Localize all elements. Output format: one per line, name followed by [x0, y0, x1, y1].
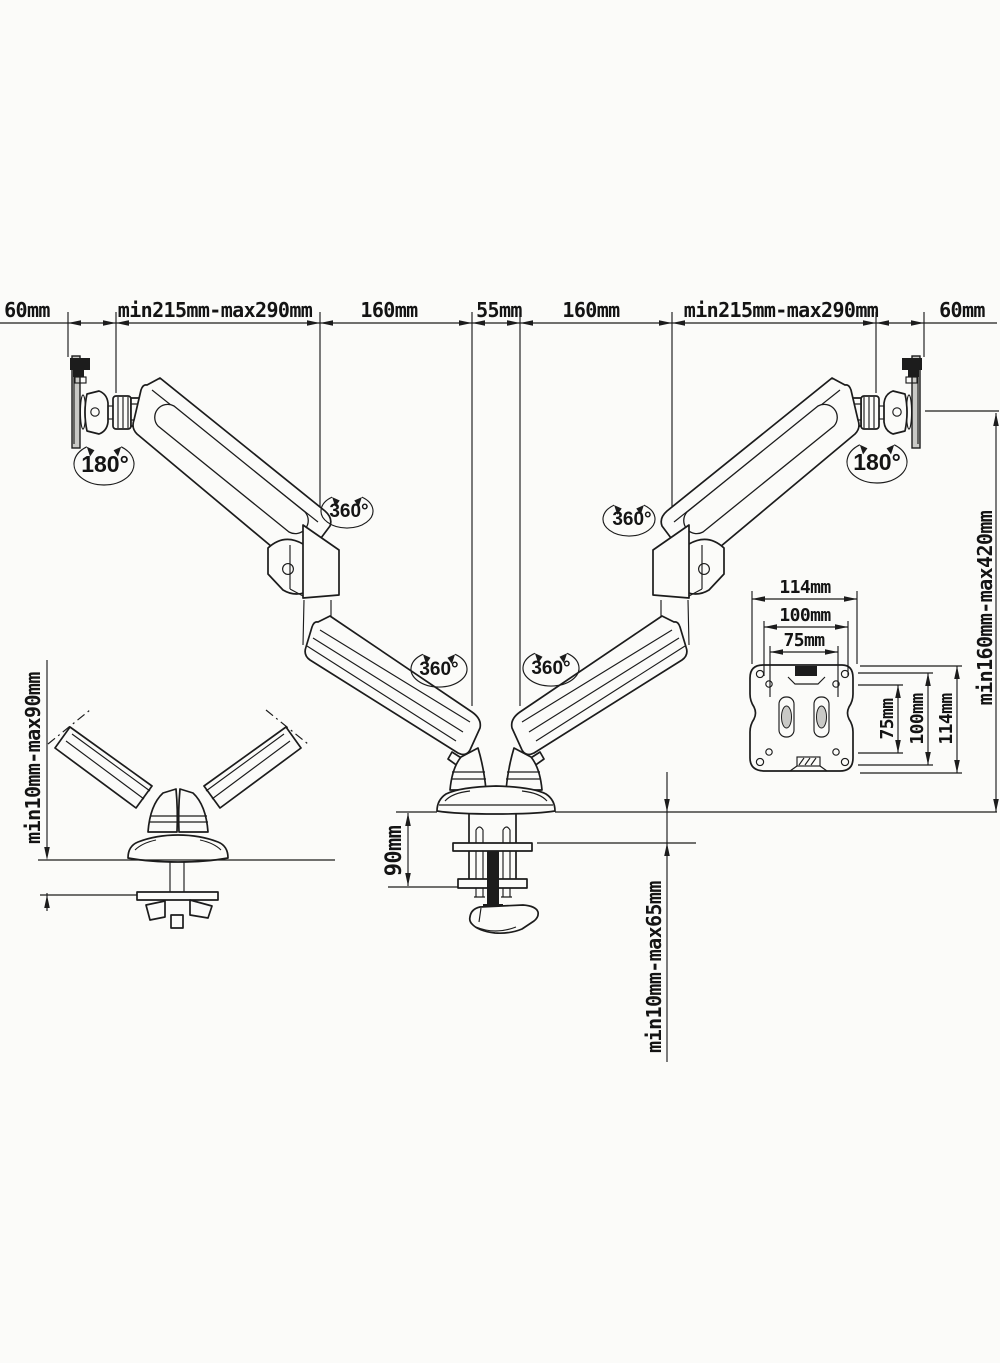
rotation-label-base-left: 360°: [419, 659, 458, 680]
quick-release-clip-icon: [902, 358, 922, 377]
monitor-plate-left: [71, 355, 81, 449]
ball-joint-right: [883, 390, 908, 435]
dim-label-base-width: 55mm: [476, 298, 522, 322]
grommet-wing-nut: [145, 899, 213, 921]
lower-arm-left: [304, 615, 482, 756]
dim-label-grommet-thickness: min10mm-max90mm: [21, 672, 45, 844]
lower-arm-right: [510, 615, 688, 756]
dim-label-column-height: 90mm: [382, 825, 407, 876]
dim-label-offset-right: 60mm: [939, 298, 985, 322]
rotation-annotations: 180° 180° 360° 360° 360° 360°: [73, 442, 908, 688]
grommet-mount-detail: min10mm-max90mm: [21, 660, 335, 929]
rotation-label-base-right: 360°: [531, 658, 570, 679]
center-base-and-clamp: [436, 785, 556, 935]
dim-clamp-thickness: min10mm-max65mm: [642, 772, 670, 1062]
dim-label-clamp-thickness: min10mm-max65mm: [642, 881, 666, 1053]
monitor-arm-right: [505, 355, 922, 791]
reference-lines: [388, 410, 999, 888]
base-dome: [436, 785, 556, 815]
grommet-arm-right: [203, 726, 302, 809]
clamp-screw-rod: [487, 851, 499, 906]
vesa-dim-114-horizontal: 114mm: [779, 577, 831, 598]
dim-label-reach-right: min215mm-max290mm: [684, 298, 879, 322]
ball-joint-left: [84, 390, 109, 435]
vesa-dim-114-vertical: 114mm: [936, 693, 957, 745]
elbow-joint-left: [302, 524, 340, 599]
clamp-knob: [468, 904, 540, 935]
dim-label-height-range: min160mm-max420mm: [973, 510, 997, 705]
vesa-dim-100-vertical: 100mm: [907, 693, 928, 745]
rotation-label-monitor-left: 180°: [81, 451, 129, 477]
vesa-top-tab-icon: [795, 666, 817, 676]
rotation-label-monitor-right: 180°: [853, 449, 901, 475]
vesa-plate-detail: 114mm 100mm 75mm 75mm 100mm 114mm: [749, 577, 962, 774]
dim-label-offset-left: 60mm: [4, 298, 50, 322]
vesa-dim-75-horizontal: 75mm: [784, 630, 826, 651]
clamp-upper-jaw: [452, 842, 533, 852]
top-dimension-chain: 60mm min215mm-max290mm 160mm 55mm 160mm …: [0, 298, 997, 706]
vesa-dim-100-horizontal: 100mm: [779, 605, 831, 626]
dim-label-reach-left: min215mm-max290mm: [118, 298, 313, 322]
quick-release-clip-icon: [70, 358, 90, 377]
dim-column-height: 90mm: [382, 813, 411, 886]
grommet-base-dome: [127, 834, 229, 863]
elbow-joint-right: [652, 524, 690, 599]
rotation-label-arm-right: 360°: [612, 509, 651, 530]
vesa-plate-outline: [749, 664, 854, 772]
dim-label-lower-arm-left: 160mm: [360, 298, 418, 322]
dim-height-range: min160mm-max420mm: [973, 413, 999, 812]
grommet-arm-left: [54, 726, 153, 809]
rotation-label-arm-left: 360°: [329, 501, 368, 522]
monitor-plate-right: [911, 355, 921, 449]
grommet-under-plate: [136, 891, 219, 901]
monitor-arm-left: [70, 355, 487, 791]
dim-label-lower-arm-right: 160mm: [562, 298, 620, 322]
vesa-dim-75-vertical: 75mm: [877, 698, 898, 740]
